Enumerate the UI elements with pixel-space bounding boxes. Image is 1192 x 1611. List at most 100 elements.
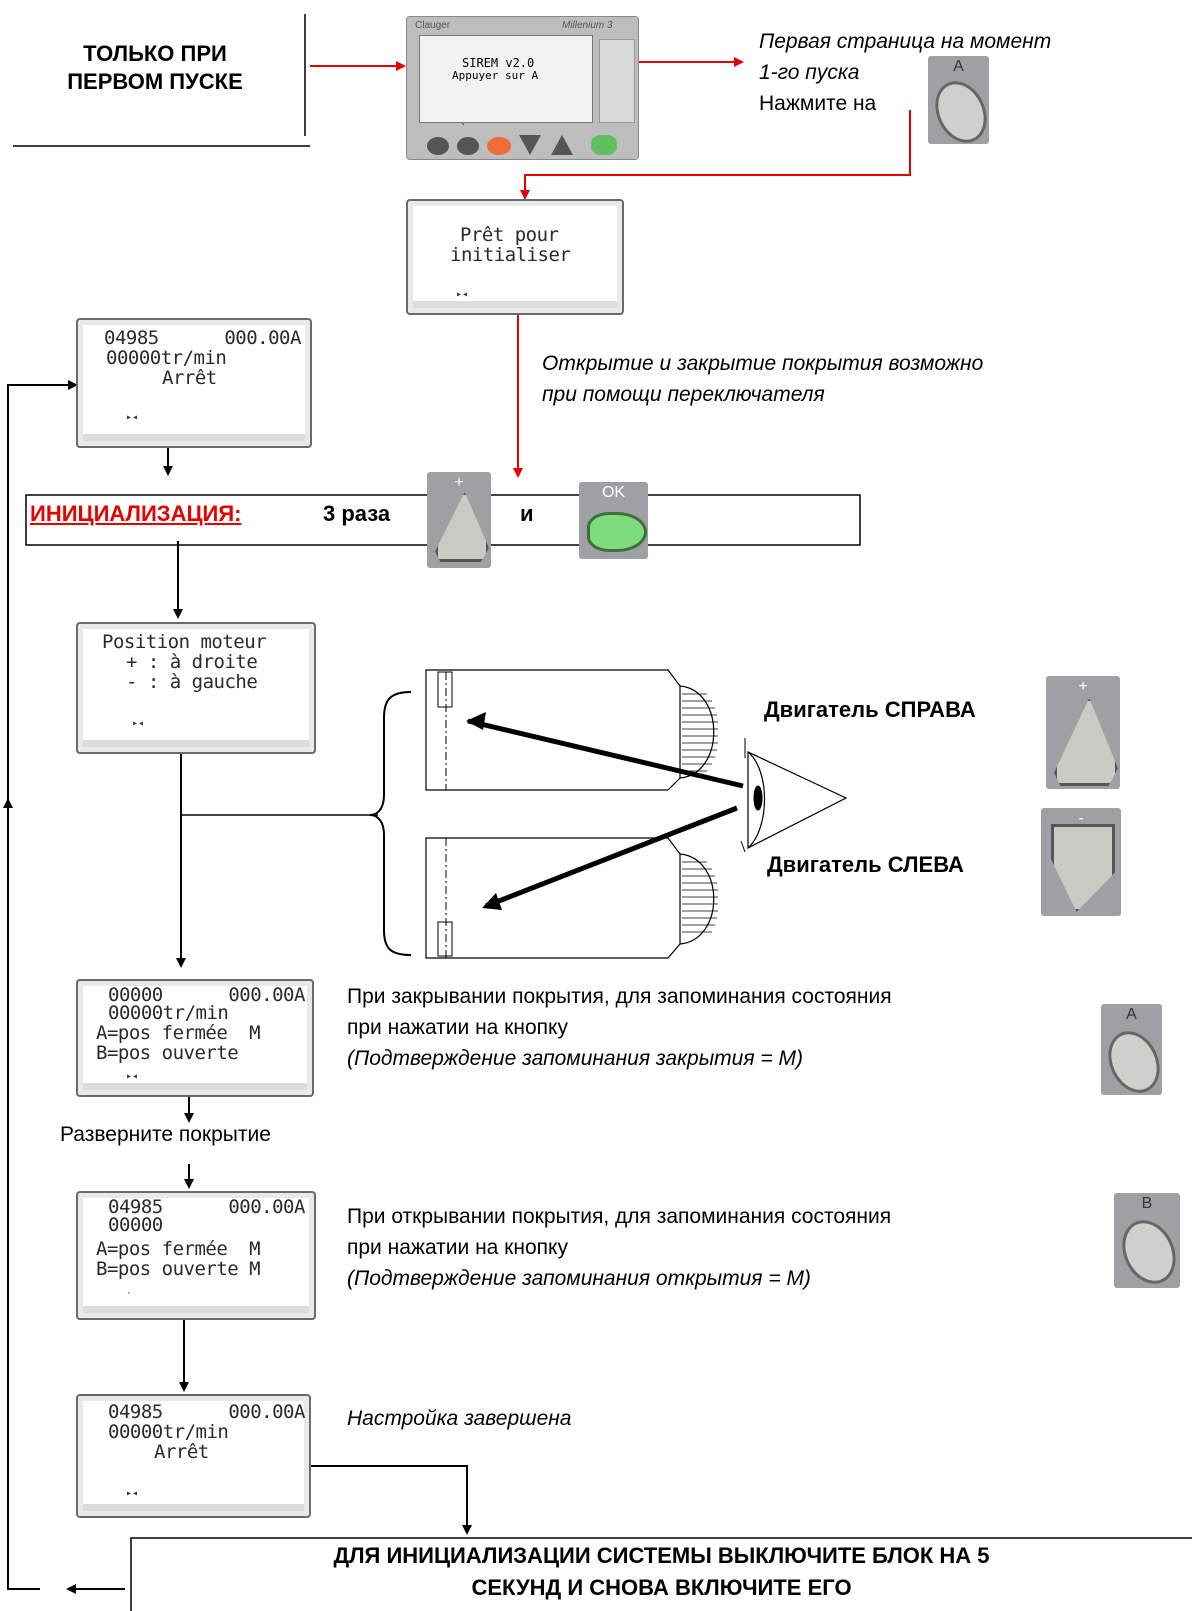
closed-screen-line-1: 00000 000.00A	[108, 984, 305, 1006]
ok-key-init[interactable]: OK	[579, 482, 648, 559]
device-side-panel	[599, 39, 635, 123]
setup-done-label: Настройка завершена	[347, 1407, 572, 1430]
open-screen: 04985 000.00A 00000 A=pos fermée M B=pos…	[76, 1191, 316, 1320]
final-screen-cursor: ▸◂	[126, 1488, 139, 1499]
view-arrow-top	[467, 718, 744, 789]
reset-box-line-1: ДЛЯ ИНИЦИАЛИЗАЦИИ СИСТЕМЫ ВЫКЛЮЧИТЕ БЛОК…	[333, 1543, 990, 1568]
device-key-b[interactable]	[457, 137, 479, 155]
closed-note-line-1: При закрывании покрытия, для запоминания…	[347, 985, 892, 1008]
open-screen-line-1: 04985 000.00A	[108, 1196, 305, 1218]
device-brand: Clauger	[415, 20, 451, 31]
plus-key-init-cap	[435, 492, 489, 562]
device-cursor: ˎ	[460, 114, 467, 125]
button-a-top-cap	[928, 72, 989, 144]
motor-bottom-diagram	[425, 837, 718, 959]
button-a-closed-label: A	[1126, 1006, 1137, 1023]
open-screen-cursor: ˎ	[126, 1283, 133, 1294]
device-screen-line-1: SIREM v2.0	[462, 56, 535, 70]
reset-box-line-2: СЕКУНД И СНОВА ВКЛЮЧИТЕ ЕГО	[471, 1575, 852, 1600]
button-b-open[interactable]: B	[1114, 1193, 1180, 1288]
status-screen-line-2: 00000tr/min	[106, 347, 227, 369]
plus-key-right[interactable]: +	[1046, 676, 1120, 789]
device-screen: SIREM v2.0 Appuyer sur A ˎ	[419, 35, 593, 125]
closed-screen-line-4: B=pos ouverte	[96, 1042, 239, 1064]
init-and: и	[520, 501, 534, 526]
view-arrow-top-head	[466, 712, 486, 730]
motor-left-label: Двигатель СЛЕВА	[767, 852, 964, 877]
ok-key-init-cap	[587, 512, 647, 552]
first-page-note-line-2: 1-го пуска	[759, 61, 860, 84]
button-a-top-label: A	[953, 58, 964, 75]
minus-key-left-label: -	[1078, 810, 1084, 827]
button-a-closed[interactable]: A	[1101, 1004, 1162, 1095]
open-note-line-3: (Подтверждение запоминания открытия = M)	[347, 1267, 811, 1290]
button-b-open-cap	[1114, 1211, 1180, 1288]
first-start-heading: ТОЛЬКО ПРИ ПЕРВОМ ПУСКЕ	[67, 41, 243, 94]
ready-screen: Prêt pour initialiser ▸◂	[406, 199, 624, 315]
open-screen-line-4: B=pos ouverte M	[96, 1258, 261, 1280]
ready-screen-cursor: ▸◂	[456, 289, 469, 300]
status-screen-cursor: ▸◂	[126, 412, 139, 423]
motor-top-diagram	[425, 669, 718, 791]
position-screen-line-1: Position moteur	[102, 631, 267, 653]
ready-screen-line-2: initialiser	[450, 244, 571, 266]
plus-key-init[interactable]: +	[427, 472, 491, 568]
view-arrow-bottom-head	[482, 893, 502, 910]
minus-key-left-cap	[1051, 824, 1115, 912]
device-key-a[interactable]	[427, 137, 449, 155]
status-screen: 04985 000.00A 00000tr/min Arrêt ▸◂	[76, 318, 312, 448]
closed-screen-line-3: A=pos fermée M	[96, 1022, 261, 1044]
cover-note-line-1: Открытие и закрытие покрытия возможно	[542, 352, 984, 375]
final-screen-line-1: 04985 000.00A	[108, 1401, 305, 1423]
device-screen-line-2: Appuyer sur A	[452, 69, 539, 82]
device-key-minus[interactable]	[519, 135, 541, 155]
closed-screen-line-2: 00000tr/min	[108, 1002, 229, 1024]
position-screen-cursor: ▸◂	[132, 718, 145, 729]
open-screen-line-2: 00000	[108, 1214, 163, 1236]
closed-screen: 00000 000.00A 00000tr/min A=pos fermée M…	[76, 979, 314, 1097]
red-arrow	[520, 110, 911, 200]
device-key-plus[interactable]	[551, 135, 573, 155]
closed-note-line-2: при нажатии на кнопку	[347, 1016, 568, 1039]
plus-key-init-label: +	[454, 474, 464, 491]
unfold-cover-label: Разверните покрытие	[60, 1123, 271, 1146]
controller-device: Clauger Millenium 3 SIREM v2.0 Appuyer s…	[406, 16, 639, 160]
loop-arrow	[2, 798, 40, 1590]
button-a-top[interactable]: A	[928, 56, 989, 144]
status-screen-line-3: Arrêt	[162, 367, 217, 389]
flow-arrow	[307, 1465, 472, 1535]
reset-box-frame	[130, 1537, 1192, 1611]
position-screen-line-2: + : à droite	[126, 651, 258, 673]
cover-note-line-2: при помощи переключателя	[542, 383, 825, 406]
position-screen-line-3: - : à gauche	[126, 671, 258, 693]
ready-screen-line-1: Prêt pour	[460, 224, 559, 246]
final-screen-line-3: Arrêt	[154, 1441, 209, 1463]
button-b-open-label: B	[1141, 1195, 1153, 1212]
plus-key-right-label: +	[1078, 678, 1088, 695]
motor-right-label: Двигатель СПРАВА	[764, 697, 976, 722]
first-page-note-line-3: Нажмите на	[759, 92, 877, 115]
open-note-line-1: При открывании покрытия, для запоминания…	[347, 1205, 892, 1228]
button-a-closed-cap	[1101, 1022, 1162, 1095]
plus-key-right-cap	[1054, 698, 1118, 786]
first-page-note-line-1: Первая страница на момент	[759, 30, 1052, 53]
init-label: ИНИЦИАЛИЗАЦИЯ:	[30, 501, 242, 526]
minus-key-left[interactable]: -	[1041, 808, 1121, 916]
final-screen: 04985 000.00A 00000tr/min Arrêt ▸◂	[76, 1394, 311, 1518]
position-screen: Position moteur + : à droite - : à gauch…	[76, 622, 316, 754]
device-key-esc[interactable]	[487, 137, 511, 155]
loop-arrow	[7, 380, 78, 800]
final-screen-line-2: 00000tr/min	[108, 1421, 229, 1443]
closed-note-line-3: (Подтверждение запоминания закрытия = M)	[347, 1047, 803, 1070]
closed-screen-cursor: ▸◂	[126, 1071, 139, 1082]
init-times: 3 раза	[323, 501, 391, 526]
eye-icon	[740, 738, 848, 853]
ok-key-init-label: OK	[601, 484, 626, 501]
open-screen-line-3: A=pos fermée M	[96, 1238, 261, 1260]
status-screen-line-1: 04985 000.00A	[104, 327, 301, 349]
device-key-ok[interactable]	[591, 135, 617, 155]
device-model: Millenium 3	[562, 20, 613, 31]
curly-brace	[369, 691, 412, 956]
view-arrow-bottom	[485, 805, 738, 909]
